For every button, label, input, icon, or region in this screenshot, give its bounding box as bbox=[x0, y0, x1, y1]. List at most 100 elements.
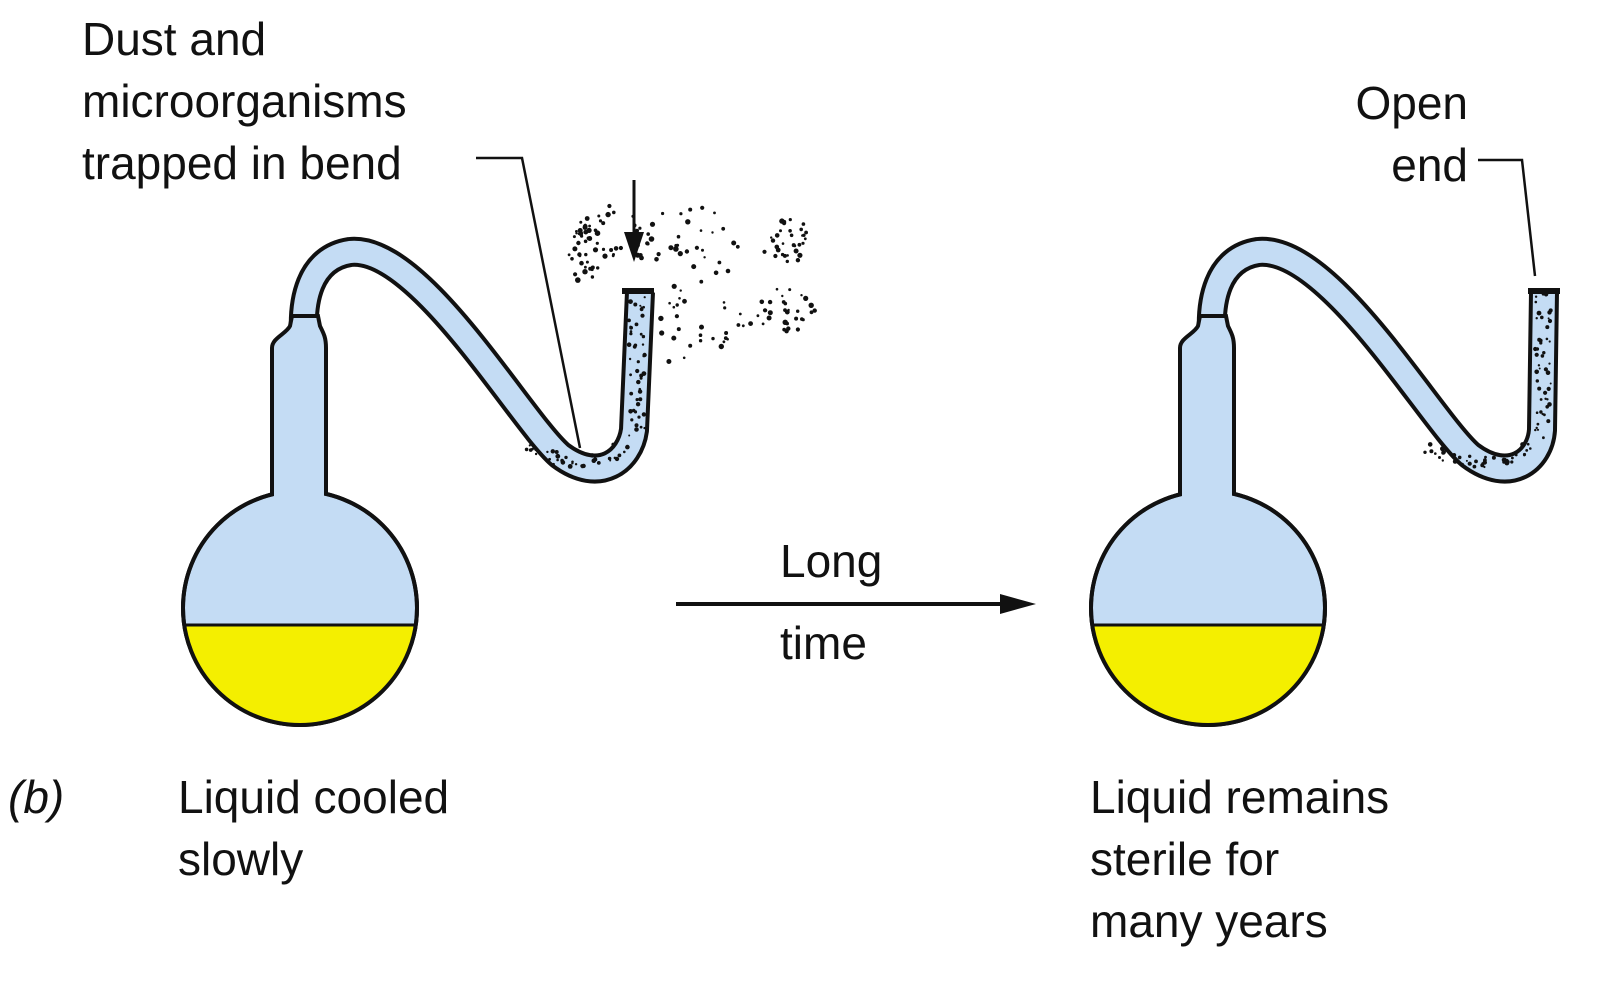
dust-speck bbox=[679, 212, 683, 216]
dust-speck bbox=[1429, 449, 1434, 454]
dust-speck bbox=[602, 253, 608, 259]
dust-speck bbox=[609, 248, 614, 252]
dust-speck bbox=[666, 359, 672, 364]
dust-speck bbox=[628, 434, 631, 437]
dust-speck bbox=[773, 253, 778, 259]
dust-speck bbox=[585, 260, 589, 264]
dust-speck bbox=[548, 457, 551, 461]
dust-speck bbox=[781, 242, 785, 245]
open-end-line-1: Open bbox=[1355, 77, 1468, 129]
dust-speck bbox=[592, 459, 596, 463]
dust-speck bbox=[679, 289, 682, 292]
dust-speck bbox=[722, 340, 726, 344]
dust-speck bbox=[1465, 459, 1468, 462]
dust-speck bbox=[1546, 386, 1551, 391]
dust-speck bbox=[534, 452, 538, 456]
dust-speck bbox=[677, 251, 683, 257]
dust-speck bbox=[699, 229, 703, 232]
dust-speck bbox=[781, 294, 784, 298]
right-flask bbox=[1089, 236, 1560, 727]
dust-speck bbox=[803, 295, 809, 301]
dust-speck bbox=[802, 233, 806, 237]
dust-speck bbox=[626, 342, 632, 348]
dust-speck bbox=[736, 323, 741, 327]
dust-speck bbox=[627, 318, 631, 323]
dust-speck bbox=[642, 354, 645, 358]
long-time-arrow bbox=[676, 594, 1036, 614]
dust-speck bbox=[1468, 454, 1472, 458]
dust-speck bbox=[801, 241, 805, 245]
dust-speck bbox=[801, 318, 804, 321]
dust-speck bbox=[583, 239, 588, 244]
dust-speck bbox=[1535, 426, 1538, 430]
dust-speck bbox=[1467, 461, 1472, 466]
dust-speck bbox=[524, 447, 529, 452]
dust-speck bbox=[637, 389, 643, 394]
dust-speck bbox=[673, 246, 679, 252]
dust-speck bbox=[756, 314, 760, 318]
dust-down-arrow bbox=[624, 180, 644, 262]
dust-speck bbox=[592, 247, 599, 253]
dust-label-leader bbox=[476, 156, 582, 449]
dust-speck bbox=[735, 244, 740, 249]
dust-speck bbox=[572, 235, 576, 239]
dust-speck bbox=[598, 453, 601, 457]
dust-speck bbox=[799, 227, 803, 232]
dust-speck bbox=[579, 220, 583, 224]
dust-speck bbox=[711, 231, 714, 234]
dust-speck bbox=[1457, 455, 1462, 460]
dust-speck bbox=[766, 315, 772, 321]
dust-speck bbox=[1545, 370, 1551, 376]
open-end-label: Open end bbox=[1300, 72, 1468, 196]
dust-speck bbox=[641, 343, 645, 346]
right-caption-line-1: Liquid remains bbox=[1090, 771, 1390, 823]
dust-speck bbox=[691, 264, 697, 270]
dust-speck bbox=[684, 249, 690, 254]
dust-speck bbox=[800, 294, 803, 297]
dust-speck bbox=[748, 321, 753, 326]
dust-speck bbox=[804, 230, 808, 235]
dust-speck bbox=[528, 444, 531, 447]
dust-speck bbox=[629, 330, 633, 333]
dust-speck bbox=[1484, 455, 1487, 459]
dust-speck bbox=[793, 244, 797, 248]
dust-speck bbox=[639, 425, 643, 429]
dust-speck bbox=[598, 219, 603, 223]
dust-speck bbox=[668, 245, 674, 251]
dust-speck bbox=[1501, 457, 1506, 462]
dust-speck bbox=[726, 337, 729, 341]
dust-speck bbox=[635, 368, 640, 374]
dust-speck bbox=[674, 314, 680, 319]
dust-speck bbox=[640, 313, 645, 318]
panel-letter: (b) bbox=[8, 771, 65, 823]
dust-speck bbox=[701, 248, 704, 252]
dust-speck bbox=[779, 229, 782, 233]
dust-speck bbox=[575, 277, 581, 283]
dust-speck bbox=[738, 312, 742, 316]
dust-speck bbox=[554, 450, 559, 454]
dust-speck bbox=[605, 211, 611, 218]
dust-speck bbox=[629, 332, 633, 336]
dust-speck bbox=[698, 333, 703, 338]
dust-speck bbox=[628, 299, 633, 304]
dust-speck bbox=[609, 459, 612, 462]
dust-speck bbox=[633, 302, 638, 307]
dust-speck bbox=[793, 248, 799, 254]
dust-speck bbox=[1546, 419, 1551, 424]
dust-speck bbox=[1438, 456, 1441, 459]
dust-speck bbox=[1537, 337, 1542, 342]
dust-speck bbox=[675, 303, 679, 307]
dust-speck bbox=[724, 331, 729, 335]
dust-speck bbox=[1491, 455, 1496, 460]
dust-speck bbox=[629, 391, 634, 396]
dust-speck bbox=[628, 357, 632, 361]
right-caption-line-2: sterile for bbox=[1090, 833, 1280, 885]
dust-speck bbox=[671, 283, 677, 289]
dust-speck bbox=[531, 447, 534, 451]
dust-speck bbox=[612, 210, 616, 215]
dust-speck bbox=[759, 299, 765, 305]
dust-speck bbox=[640, 306, 643, 309]
dust-speck bbox=[1483, 458, 1487, 463]
dust-speck bbox=[788, 288, 792, 292]
dust-speck bbox=[1536, 422, 1540, 426]
